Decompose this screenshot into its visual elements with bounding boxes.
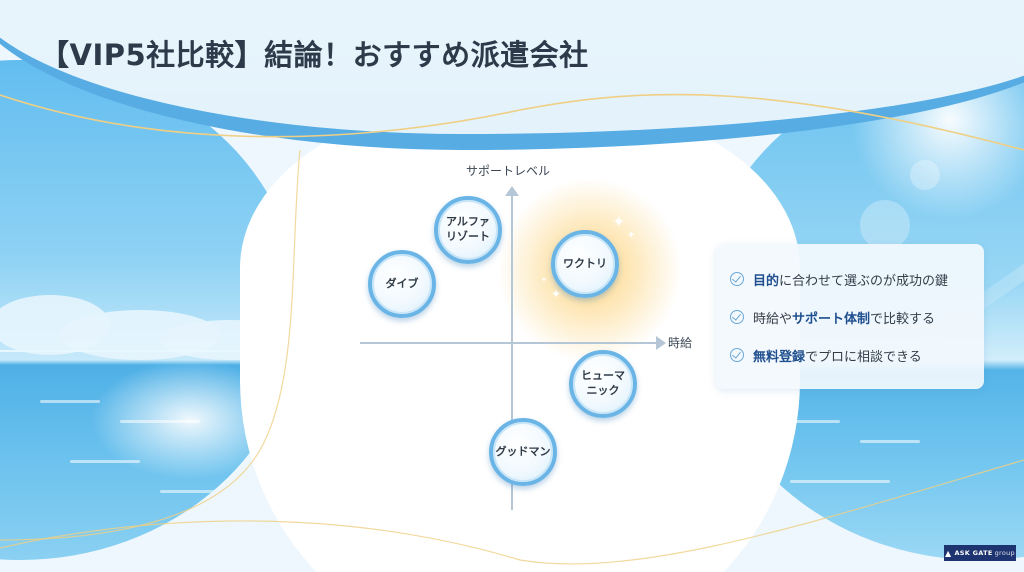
sparkle-icon: ✦ — [627, 230, 636, 241]
check-circle-icon — [730, 310, 744, 324]
wave-streak — [120, 420, 200, 423]
x-axis-label: 時給 — [668, 336, 693, 350]
x-axis-arrow-icon — [656, 336, 666, 350]
company-bubble-dive[interactable]: ダイブ — [368, 250, 436, 318]
company-name-line1: ヒューマ — [581, 369, 625, 383]
logo-mark-icon: ▲ — [945, 548, 952, 558]
logo-suffix: group — [994, 549, 1015, 557]
company-name-line1: アルファ — [446, 215, 490, 229]
company-bubble-humanic[interactable]: ヒューマ ニック — [569, 350, 637, 418]
company-bubble-goodman[interactable]: グッドマン — [489, 418, 557, 486]
conclusion-item: 時給やサポート体制で比較する — [730, 298, 970, 336]
wave-streak — [790, 480, 890, 483]
wave-streak — [760, 420, 840, 423]
lens-flare — [910, 160, 940, 190]
conclusion-item: 無料登録でプロに相談できる — [730, 336, 970, 374]
wave-streak — [860, 440, 920, 443]
lens-flare — [860, 200, 910, 250]
conclusion-card: 目的に合わせて選ぶのが成功の鍵 時給やサポート体制で比較する 無料登録でプロに相… — [716, 244, 984, 389]
wave-streak — [70, 460, 140, 463]
wave-streak — [40, 400, 100, 403]
highlight-text: 無料登録 — [753, 349, 806, 365]
sparkle-icon: ✦ — [612, 212, 626, 231]
company-bubble-alpha-resort[interactable]: アルファ リゾート — [434, 196, 502, 264]
company-name-line2: リゾート — [446, 230, 490, 243]
brand-logo: ▲ ASK GATE group — [944, 545, 1016, 561]
highlight-text: 目的 — [753, 273, 780, 289]
company-name: グッドマン — [495, 444, 551, 458]
y-axis — [511, 190, 513, 510]
logo-brand: ASK GATE — [954, 549, 993, 557]
y-axis-arrow-icon — [505, 186, 519, 196]
company-name: ダイブ — [385, 276, 419, 290]
conclusion-item: 目的に合わせて選ぶのが成功の鍵 — [730, 260, 970, 298]
x-axis — [360, 342, 660, 344]
highlight-text: サポート体制 — [792, 311, 871, 327]
check-circle-icon — [730, 272, 744, 286]
y-axis-label: サポートレベル — [466, 164, 551, 178]
company-name: ワクトリ — [563, 256, 607, 270]
company-name-line2: ニック — [586, 384, 620, 397]
company-bubble-wakutori[interactable]: ワクトリ — [551, 230, 619, 298]
check-circle-icon — [730, 348, 744, 362]
sparkle-icon: ✦ — [551, 287, 562, 301]
page-title: 【VIP5社比較】結論！おすすめ派遣会社 — [40, 38, 589, 72]
sparkle-icon: ✦ — [541, 276, 547, 284]
wave-streak — [160, 490, 250, 493]
